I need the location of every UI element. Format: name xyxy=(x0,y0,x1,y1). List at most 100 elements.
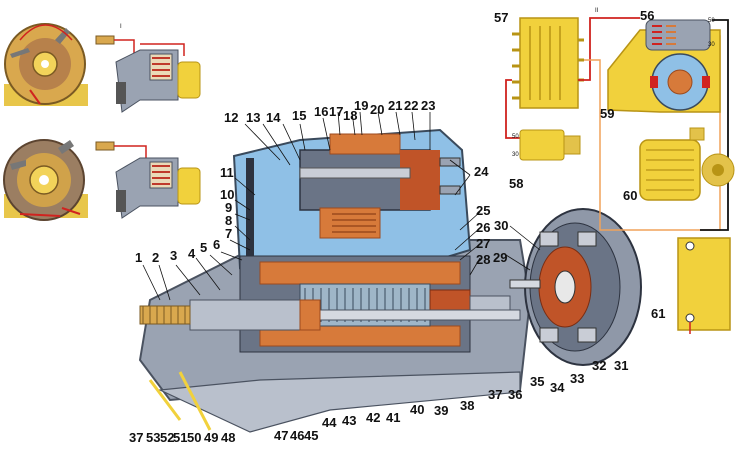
callout-10: 10 xyxy=(220,187,234,202)
callout-15: 15 xyxy=(292,108,306,123)
callout-22: 22 xyxy=(404,98,418,113)
callout-38: 38 xyxy=(460,398,474,413)
callout-3: 3 xyxy=(170,248,177,263)
callout-9: 9 xyxy=(225,200,232,215)
callout-51: 51 xyxy=(173,430,187,445)
callout-40: 40 xyxy=(410,402,424,417)
callout-46: 46 xyxy=(290,428,304,443)
callout-26: 26 xyxy=(476,220,490,235)
callout-12: 12 xyxy=(224,110,238,125)
clutch-spring xyxy=(299,299,321,331)
svg-text:I: I xyxy=(120,24,122,30)
callout-28: 28 xyxy=(476,252,490,267)
callout-39: 39 xyxy=(434,403,448,418)
brush-holder-disk xyxy=(509,208,642,366)
callout-32: 32 xyxy=(592,358,606,373)
inset-pinion-engaged xyxy=(4,23,88,106)
contact-plate xyxy=(400,150,440,210)
callout-6: 6 xyxy=(213,237,220,252)
callout-33: 33 xyxy=(570,371,584,386)
inset-pinion-disengaged xyxy=(3,139,88,221)
generator xyxy=(639,127,735,201)
terminal-lower xyxy=(439,185,461,195)
wire-battery-black xyxy=(700,19,729,231)
brush-2 xyxy=(577,231,597,247)
callout-5: 5 xyxy=(200,240,207,255)
circuit-diagram: II 50 30 50 30 xyxy=(505,8,735,334)
terminal-upper xyxy=(439,157,461,167)
callout-1: 1 xyxy=(135,250,142,265)
callout-13: 13 xyxy=(246,110,260,125)
svg-text:30: 30 xyxy=(512,152,519,158)
leader-lines xyxy=(142,111,541,301)
callout-35: 35 xyxy=(530,374,544,389)
callout-48: 48 xyxy=(221,430,235,445)
brush-4 xyxy=(577,327,597,343)
solenoid-coil-top xyxy=(329,133,401,155)
callout-37-right: 37 xyxy=(488,387,502,402)
field-wire xyxy=(19,24,73,41)
callout-25: 25 xyxy=(476,203,490,218)
callout-37-left: 37 xyxy=(129,430,143,445)
callout-49: 49 xyxy=(204,430,218,445)
callout-16: 16 xyxy=(314,104,328,119)
callout-17: 17 xyxy=(329,104,343,119)
callout-56: 56 xyxy=(640,8,654,23)
wire-relay-switch xyxy=(505,79,520,139)
mounting-flange xyxy=(148,371,212,431)
callout-36: 36 xyxy=(508,387,522,402)
callout-24: 24 xyxy=(474,164,489,179)
field-winding-top xyxy=(259,261,461,285)
brush-top xyxy=(55,28,70,44)
brush-1 xyxy=(539,231,559,247)
starter-mini: 50 30 xyxy=(607,18,721,113)
inset-solenoid-bottom xyxy=(95,141,201,219)
callout-2: 2 xyxy=(152,250,159,265)
callout-41: 41 xyxy=(386,410,400,425)
solenoid-coil-bottom xyxy=(319,207,381,239)
callout-47: 47 xyxy=(274,428,288,443)
callout-8: 8 xyxy=(225,213,232,228)
housing-bottom xyxy=(157,371,521,433)
callout-11: 11 xyxy=(220,165,234,180)
pinion-gear xyxy=(139,305,191,325)
plunger-rod xyxy=(299,167,411,179)
svg-text:50: 50 xyxy=(512,134,519,140)
callout-labels: 1 2 3 4 5 6 7 8 9 10 11 12 13 14 15 16 1… xyxy=(129,8,665,445)
callout-42: 42 xyxy=(366,410,380,425)
svg-text:II: II xyxy=(595,8,599,14)
callout-27: 27 xyxy=(476,236,490,251)
ignition-switch: 50 30 xyxy=(512,129,581,161)
shaft-end xyxy=(509,279,541,289)
callout-43: 43 xyxy=(342,413,356,428)
callout-53: 53 xyxy=(146,430,160,445)
overrunning-clutch xyxy=(189,299,301,331)
callout-30: 30 xyxy=(494,218,508,233)
callout-34: 34 xyxy=(550,380,565,395)
wire-relay-solenoid xyxy=(578,17,640,81)
callout-31: 31 xyxy=(614,358,628,373)
battery xyxy=(677,237,731,334)
callout-29: 29 xyxy=(493,250,507,265)
callout-60: 60 xyxy=(623,188,637,203)
callout-59: 59 xyxy=(600,106,614,121)
callout-18: 18 xyxy=(343,108,357,123)
callout-52: 52 xyxy=(160,430,174,445)
brush-left xyxy=(10,48,30,58)
pinion-center xyxy=(41,60,49,68)
callout-4: 4 xyxy=(188,246,196,261)
callout-20: 20 xyxy=(370,102,384,117)
callout-7: 7 xyxy=(225,226,232,241)
svg-text:50: 50 xyxy=(708,18,715,24)
callout-23: 23 xyxy=(421,98,435,113)
callout-50: 50 xyxy=(187,430,201,445)
callout-44: 44 xyxy=(322,415,337,430)
callout-14: 14 xyxy=(266,110,281,125)
callout-45: 45 xyxy=(304,428,318,443)
relay-block xyxy=(519,17,579,109)
brush-3 xyxy=(539,327,559,343)
starter-cutaway xyxy=(138,128,532,433)
callout-57: 57 xyxy=(494,10,508,25)
inset-solenoid-top: I xyxy=(95,24,201,113)
